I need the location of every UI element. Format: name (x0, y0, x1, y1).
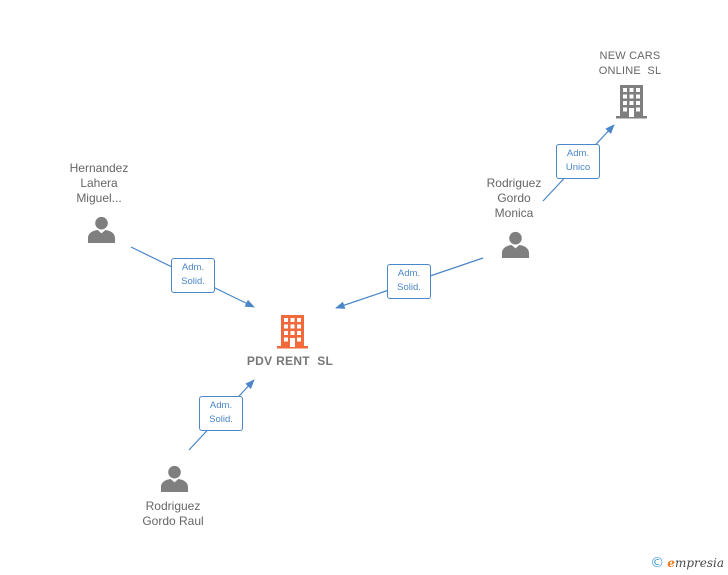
label-line: Lahera (80, 176, 118, 190)
edge-label-line: Unico (565, 162, 591, 173)
label-line: NEW CARS (599, 50, 661, 62)
edge-label-line: Adm. (209, 400, 233, 411)
copyright-icon: © (650, 555, 665, 571)
company-label-pdv-rent[interactable]: PDV RENT SL (246, 354, 334, 368)
brand-logo-text: mpresia (674, 556, 724, 570)
person-label-monica[interactable]: Rodriguez Gordo Monica (463, 176, 565, 221)
edge-label-monica-newcars: Adm. Unico (556, 144, 600, 179)
label-line: Monica (494, 206, 534, 220)
label-line: Gordo Raul (142, 514, 204, 528)
person-label-hernandez[interactable]: Hernandez Lahera Miguel... (48, 161, 150, 206)
edge-label-hernandez-pdv: Adm. Solid. (171, 258, 215, 293)
label-line: Rodriguez (145, 499, 201, 513)
brand-footer[interactable]: ©empresia (650, 555, 724, 571)
edge-label-raul-pdv: Adm. Solid. (199, 396, 243, 431)
person-icon[interactable] (501, 231, 530, 259)
building-icon[interactable] (277, 315, 308, 349)
person-label-raul[interactable]: Rodriguez Gordo Raul (122, 499, 224, 529)
edge-label-line: Adm. (397, 268, 421, 279)
label-line: Gordo (497, 191, 531, 205)
company-label-new-cars[interactable]: NEW CARS ONLINE SL (575, 49, 685, 79)
building-icon[interactable] (616, 85, 647, 119)
person-icon[interactable] (160, 465, 189, 493)
label-line: ONLINE SL (598, 65, 662, 77)
edge-label-line: Adm. (181, 262, 205, 273)
brand-logo-initial: e (667, 556, 675, 570)
edge-label-line: Solid. (209, 414, 233, 425)
edge-label-line: Solid. (397, 282, 421, 293)
edge-label-monica-pdv: Adm. Solid. (387, 264, 431, 299)
edge-label-line: Solid. (181, 276, 205, 287)
person-icon[interactable] (87, 216, 116, 244)
label-line: Hernandez (69, 161, 129, 175)
edge-label-line: Adm. (566, 148, 590, 159)
label-line: Rodriguez (486, 176, 542, 190)
label-line: Miguel... (76, 191, 122, 205)
